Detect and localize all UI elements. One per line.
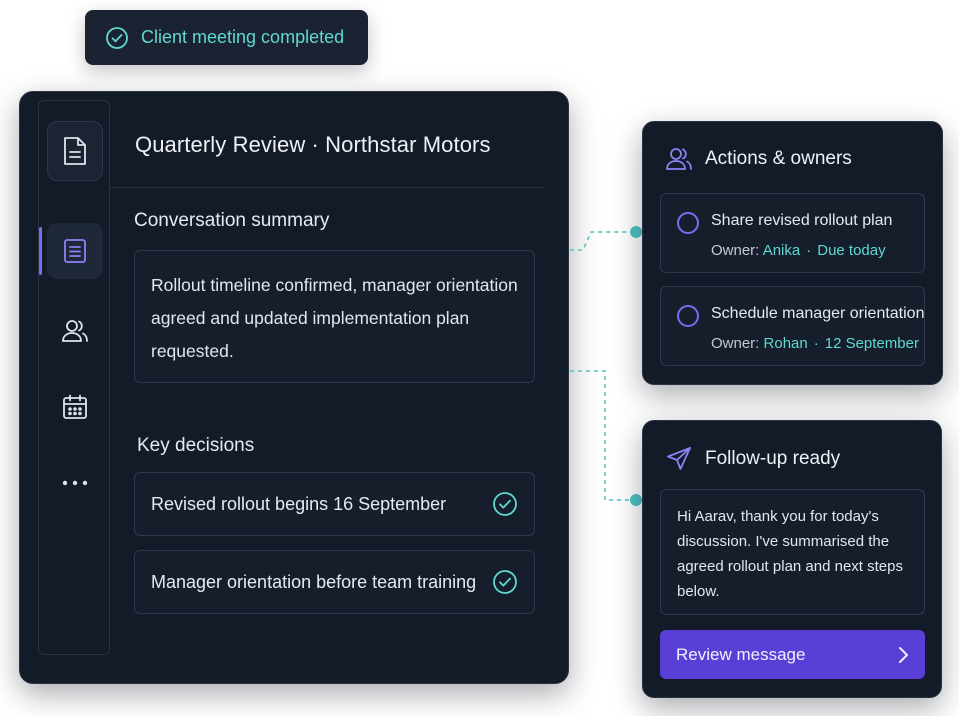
sidebar-rail [38, 100, 110, 655]
check-circle-icon [493, 492, 517, 516]
summary-heading: Conversation summary [134, 210, 330, 231]
action-title: Share revised rollout plan [711, 212, 893, 229]
owner-label: Owner: [711, 335, 760, 352]
decisions-heading: Key decisions [137, 435, 255, 456]
document-icon [64, 137, 86, 165]
review-message-button[interactable]: Review message [660, 630, 925, 679]
sidebar-item-calendar[interactable] [39, 379, 111, 435]
summary-box: Rollout timeline confirmed, manager orie… [134, 250, 535, 383]
meeting-review-panel: Quarterly Review · Northstar Motors Conv… [19, 91, 569, 684]
owner-name: Rohan [763, 335, 808, 352]
action-item[interactable]: Share revised rollout plan Owner: Anika ·… [660, 193, 925, 273]
action-item[interactable]: Schedule manager orientation Owner: Roha… [660, 286, 925, 366]
separator-dot: · [813, 335, 819, 352]
separator-dot: · [806, 242, 812, 259]
more-icon [62, 480, 88, 486]
actions-card: Actions & owners Share revised rollout p… [642, 121, 943, 385]
owner-label: Owner: [711, 242, 760, 259]
send-icon [667, 447, 691, 470]
active-indicator [39, 227, 42, 275]
connector-actions [570, 231, 636, 251]
actions-heading: Actions & owners [665, 146, 852, 172]
review-message-label: Review message [676, 644, 806, 664]
action-title: Schedule manager orientation [711, 305, 925, 322]
decision-text: Revised rollout begins 16 September [151, 493, 447, 514]
calendar-icon [63, 394, 87, 419]
owner-name: Anika [762, 242, 801, 259]
chevron-right-icon [899, 646, 908, 663]
action-meta: Owner: Rohan · 12 September [711, 335, 919, 352]
sidebar-item-more[interactable] [39, 455, 111, 511]
meeting-completed-toast: Client meeting completed [85, 10, 368, 65]
toast-text: Client meeting completed [141, 27, 345, 47]
check-circle-icon [493, 570, 517, 594]
due-date: Due today [817, 242, 886, 259]
users-icon [666, 148, 692, 170]
decision-text: Manager orientation before team training [151, 571, 477, 592]
task-checkbox[interactable] [677, 212, 699, 234]
page-title: Quarterly Review · Northstar Motors [135, 132, 491, 157]
followup-heading: Follow-up ready [665, 445, 840, 473]
decision-item: Manager orientation before team training [134, 550, 535, 614]
header-divider [110, 187, 545, 188]
users-icon [62, 320, 88, 342]
sidebar-item-notes[interactable] [39, 223, 111, 279]
action-meta: Owner: Anika · Due today [711, 242, 886, 259]
followup-heading-text: Follow-up ready [705, 448, 841, 469]
connector-followup-dot [630, 494, 642, 506]
sidebar-item-people[interactable] [39, 303, 111, 359]
due-date: 12 September [824, 335, 919, 352]
connector-followup [570, 370, 636, 501]
notes-icon [64, 239, 86, 263]
followup-card: Follow-up ready Hi Aarav, thank you for … [642, 420, 942, 698]
check-circle-icon [106, 26, 128, 49]
connector-actions-dot [630, 226, 642, 238]
decision-item: Revised rollout begins 16 September [134, 472, 535, 536]
followup-message: Hi Aarav, thank you for today's discussi… [660, 489, 925, 615]
actions-heading-text: Actions & owners [705, 148, 852, 169]
task-checkbox[interactable] [677, 305, 699, 327]
sidebar-item-document[interactable] [47, 121, 103, 181]
